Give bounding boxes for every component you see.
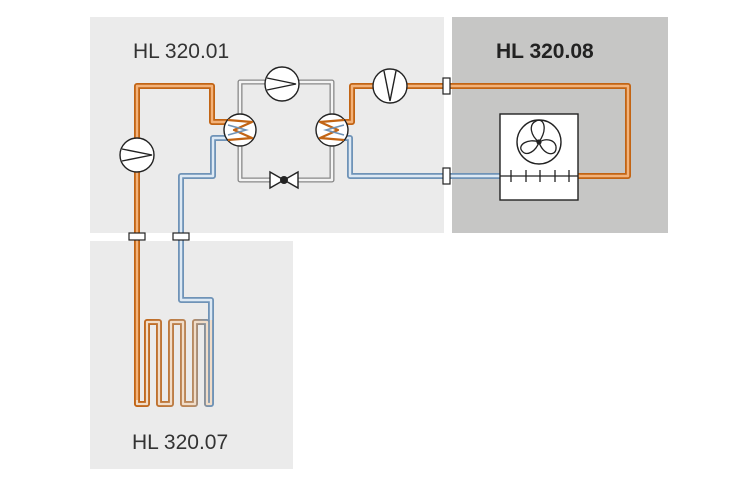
module-hl32001-panel: [90, 17, 444, 233]
pump-icon: [372, 68, 408, 104]
heat-exchanger-icon: [315, 113, 349, 147]
module-hl32007-label: HL 320.07: [132, 431, 228, 454]
connector-icon: [128, 77, 451, 241]
module-hl32001-label: HL 320.01: [133, 40, 229, 63]
compressor-icon: [264, 66, 300, 102]
expansion-valve-icon: [269, 170, 299, 190]
heat-exchanger-icon: [223, 113, 257, 147]
module-hl32007-panel: [90, 241, 293, 469]
fan-icon: [516, 119, 562, 165]
refrigerant-circuit: [237, 79, 335, 183]
air-heat-exchanger: [499, 113, 579, 201]
module-hl32008-label: HL 320.08: [496, 40, 594, 63]
floor-heating-coil: [134, 319, 214, 407]
pump-icon: [119, 137, 155, 173]
